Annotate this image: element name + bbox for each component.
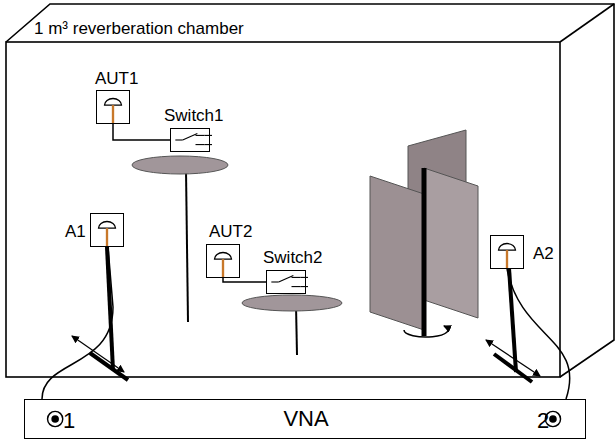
rf-wire (113, 124, 170, 140)
part-label: AUT1 (95, 70, 138, 87)
antenna-box: AUT1 (96, 90, 130, 124)
part-label: Switch1 (164, 107, 224, 124)
part-label: AUT2 (209, 223, 252, 240)
antenna-symbol (97, 91, 129, 123)
rf-cable (42, 247, 113, 399)
table-stand (186, 170, 188, 322)
switch-symbol (267, 271, 305, 293)
switch-box: Switch1 (170, 128, 210, 152)
slider-arrow (72, 336, 124, 372)
rf-wire (223, 278, 266, 282)
part-label: Switch2 (263, 249, 323, 266)
antenna-symbol (207, 245, 239, 277)
slider-arrow (486, 340, 540, 376)
table-top (242, 295, 342, 311)
table-top (132, 156, 228, 174)
switch-symbol (171, 129, 209, 151)
slider-rail (90, 353, 128, 380)
switch-box: Switch2 (266, 270, 306, 294)
antenna-symbol (491, 236, 523, 268)
mode-stirrer (370, 130, 478, 337)
chamber: 1 m³ reverberation chamberAUT1Switch1A1A… (6, 4, 614, 377)
port-number: 2 (537, 410, 549, 432)
antenna-box: A2 (490, 235, 524, 269)
vna-box: 1 VNA 2 (24, 399, 586, 439)
antenna-box: AUT2 (206, 244, 240, 278)
antenna-box: A1 (90, 213, 124, 247)
antenna-symbol (91, 214, 123, 246)
rf-cable (507, 269, 570, 399)
instrument-name: VNA (283, 408, 328, 430)
port-number: 1 (63, 410, 75, 432)
chamber-outline (6, 4, 614, 377)
part-label: A2 (533, 245, 554, 262)
table-stand (296, 305, 297, 355)
part-label: A1 (65, 223, 86, 240)
part-label: 1 m³ reverberation chamber (34, 20, 244, 37)
